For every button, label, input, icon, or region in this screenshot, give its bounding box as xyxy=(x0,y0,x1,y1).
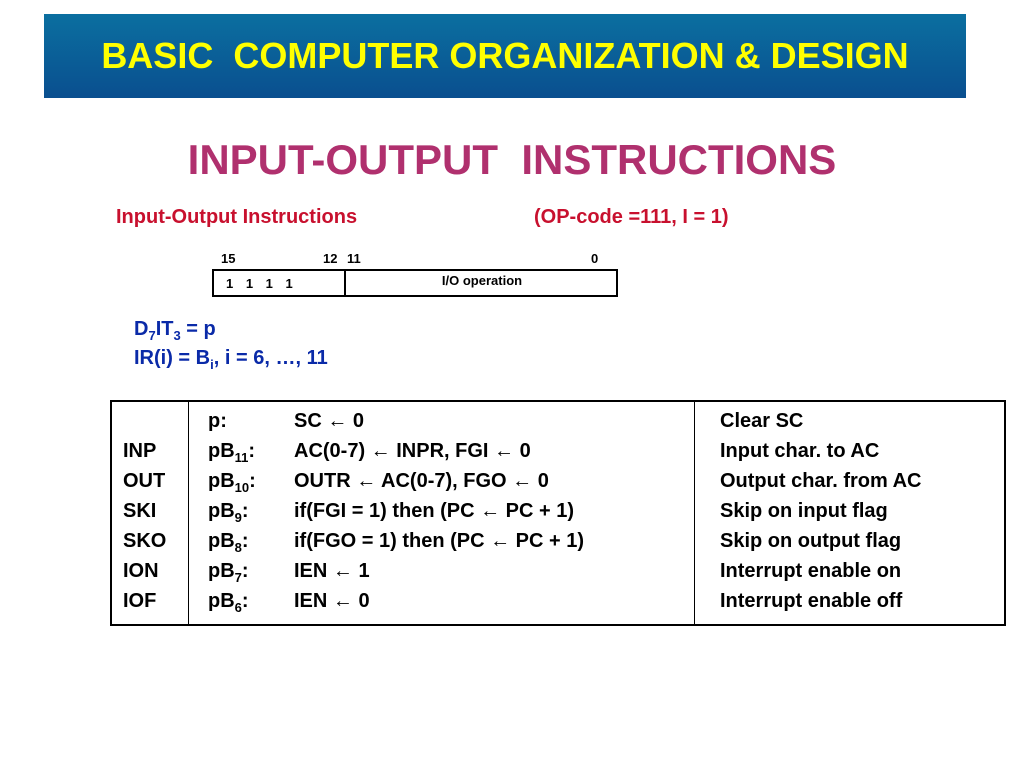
opcode-field: 1 1 1 1 xyxy=(214,271,346,295)
column-divider xyxy=(694,402,695,624)
condition-subscript: 10 xyxy=(234,480,250,495)
row-description: Skip on input flag xyxy=(720,500,888,522)
row-mnemonic: OUT xyxy=(123,470,166,492)
row-condition: pB6: xyxy=(208,590,249,615)
instruction-format: 1 1 1 1 I/O operation xyxy=(212,269,618,297)
row-description: Interrupt enable off xyxy=(720,590,903,612)
row-operation: if(FGI = 1) then (PC ← PC + 1) xyxy=(294,500,575,522)
row-description: Skip on output flag xyxy=(720,530,902,552)
condition-base: pB xyxy=(208,560,235,582)
row-condition: pB10: xyxy=(208,470,256,495)
condition-base: pB xyxy=(208,530,235,552)
equation-control: D7IT3 = p xyxy=(134,318,216,343)
condition-subscript: 6 xyxy=(234,600,242,615)
description-column: Clear SC Input char. to AC Output char. fr… xyxy=(720,406,921,616)
row-condition: p: xyxy=(208,410,227,432)
condition-base: pB xyxy=(208,500,235,522)
condition-base: pB xyxy=(208,470,235,492)
row-description: Input char. to AC xyxy=(720,440,880,462)
row-operation: if(FGO = 1) then (PC ← PC + 1) xyxy=(294,530,585,552)
column-divider xyxy=(188,402,189,624)
header-banner: BASIC COMPUTER ORGANIZATION & DESIGN xyxy=(44,14,966,98)
row-description: Clear SC xyxy=(720,410,804,432)
subtitle-right: (OP-code =111, I = 1) xyxy=(534,206,729,228)
condition-subscript: 7 xyxy=(234,570,242,585)
row-mnemonic: SKI xyxy=(123,500,157,522)
condition-subscript: 8 xyxy=(234,540,242,555)
row-operation: AC(0-7) ← INPR, FGI ← 0 xyxy=(294,440,531,462)
row-operation: IEN ← 0 xyxy=(294,590,370,612)
condition-column: p: pB11: pB10: pB9: pB8: pB7: pB6: xyxy=(208,406,256,616)
condition-subscript: 11 xyxy=(234,450,249,465)
equation-ir-bits: IR(i) = Bi, i = 6, …, 11 xyxy=(134,347,328,372)
bit-label-11: 11 xyxy=(347,251,361,266)
operation-column: SC ← 0 AC(0-7) ← INPR, FGI ← 0 OUTR ← AC(0… xyxy=(294,406,584,616)
row-operation: IEN ← 1 xyxy=(294,560,370,582)
row-condition: pB9: xyxy=(208,500,249,525)
row-operation: SC ← 0 xyxy=(294,410,365,432)
row-mnemonic xyxy=(123,406,166,436)
row-mnemonic: IOF xyxy=(123,590,157,612)
header-title: BASIC COMPUTER ORGANIZATION & DESIGN xyxy=(101,35,909,76)
row-mnemonic: SKO xyxy=(123,530,167,552)
row-description: Interrupt enable on xyxy=(720,560,902,582)
bit-label-12: 12 xyxy=(323,251,338,266)
bit-label-15: 15 xyxy=(221,251,236,266)
condition-base: pB xyxy=(208,440,235,462)
slide-title: INPUT-OUTPUT INSTRUCTIONS xyxy=(187,136,837,183)
row-mnemonic: ION xyxy=(123,560,159,582)
subtitle-left: Input-Output Instructions xyxy=(116,206,358,228)
io-operation-field: I/O operation xyxy=(441,273,523,288)
condition-base: pB xyxy=(208,590,235,612)
row-operation: OUTR ← AC(0-7), FGO ← 0 xyxy=(294,470,549,492)
condition-subscript: 9 xyxy=(234,510,242,525)
bit-label-0: 0 xyxy=(591,251,599,266)
row-condition: pB11: xyxy=(208,440,256,465)
mnemonic-column: INP OUT SKI SKO ION IOF xyxy=(123,406,166,616)
condition-base: p xyxy=(208,410,221,432)
row-mnemonic: INP xyxy=(123,440,157,462)
row-condition: pB7: xyxy=(208,560,249,585)
row-condition: pB8: xyxy=(208,530,249,555)
row-description: Output char. from AC xyxy=(720,470,922,492)
